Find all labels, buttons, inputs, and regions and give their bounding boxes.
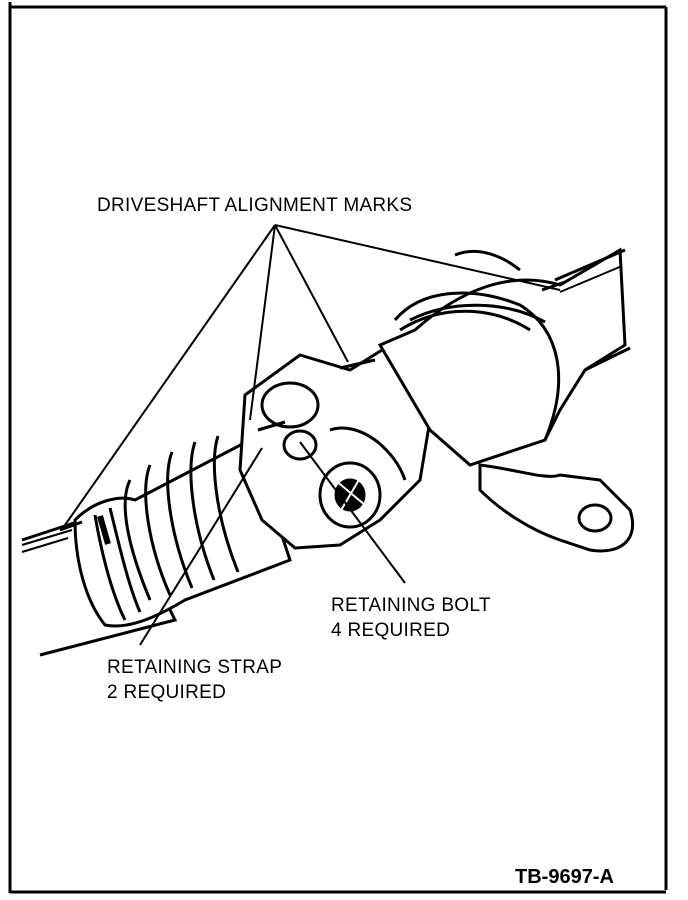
figure-code: TB-9697-A: [515, 866, 614, 888]
retaining-strap-label: RETAINING STRAP: [107, 657, 283, 678]
page-border: [8, 2, 668, 894]
mounting-bracket: [478, 463, 635, 553]
universal-joint: [238, 342, 432, 550]
alignment-tick-marks: [59, 280, 566, 532]
center-bearing-collar: [377, 247, 627, 467]
retaining-strap-quantity: 2 REQUIRED: [107, 682, 227, 703]
leader-lines: [64, 224, 561, 646]
rubber-boot: [73, 435, 292, 628]
right-driveshaft-tube: [554, 248, 631, 372]
retaining-bolt-quantity: 4 REQUIRED: [331, 620, 451, 641]
alignment-marks-label: DRIVESHAFT ALIGNMENT MARKS: [97, 195, 413, 216]
retaining-bolt-label: RETAINING BOLT: [331, 595, 491, 616]
